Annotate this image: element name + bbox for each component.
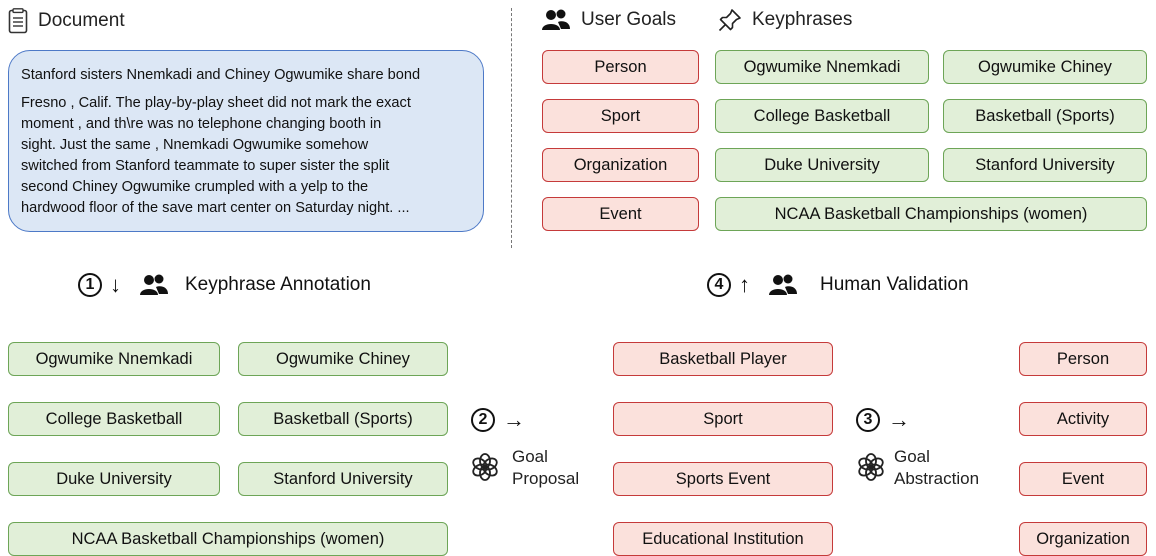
right-arrow-icon: →	[888, 407, 910, 432]
openai-icon	[858, 453, 884, 481]
user-goals-label: User Goals	[581, 9, 677, 30]
step-keyphrase-annotation: 1 ↓ Keyphrase Annotation	[78, 272, 371, 298]
document-header: Document	[8, 8, 125, 34]
keyphrase-box: Stanford University	[943, 148, 1147, 182]
pin-icon	[718, 9, 741, 32]
keyphrase-box: Ogwumike Nnemkadi	[8, 342, 220, 376]
document-line: second Chiney Ogwumike crumpled with a y…	[21, 179, 369, 195]
keyphrase-box: NCAA Basketball Championships (women)	[715, 197, 1147, 231]
user-goal-box: Sport	[542, 99, 699, 133]
document-header-label: Document	[38, 10, 125, 31]
keyphrase-box: NCAA Basketball Championships (women)	[8, 522, 448, 556]
step-label: Keyphrase Annotation	[185, 274, 371, 295]
keyphrase-box: Duke University	[715, 148, 929, 182]
right-arrow-icon: →	[503, 407, 525, 432]
document-line: Fresno , Calif. The play-by-play sheet d…	[21, 95, 411, 111]
up-arrow-icon: ↑	[739, 272, 750, 297]
document-icon	[8, 8, 28, 34]
proposed-goal-box: Sports Event	[613, 462, 833, 496]
abstracted-goal-box: Activity	[1019, 402, 1147, 436]
user-goal-box: Person	[542, 50, 699, 84]
section-divider	[511, 8, 512, 248]
document-title: Stanford sisters Nnemkadi and Chiney Ogw…	[21, 67, 421, 83]
step-human-validation: 4 ↑ Human Validation	[707, 272, 969, 298]
people-icon	[542, 9, 570, 30]
abstracted-goal-box: Organization	[1019, 522, 1147, 556]
goal-abstraction-label: Goal Abstraction	[894, 447, 980, 488]
user-goal-box: Organization	[542, 148, 699, 182]
keyphrase-box: Basketball (Sports)	[238, 402, 448, 436]
keyphrase-box: College Basketball	[8, 402, 220, 436]
keyphrase-box: Ogwumike Chiney	[943, 50, 1147, 84]
goal-proposal-label: Goal Proposal	[512, 447, 580, 488]
keyphrase-box: Ogwumike Nnemkadi	[715, 50, 929, 84]
document-line: sight. Just the same , Nnemkadi Ogwumike…	[21, 137, 369, 153]
step-number: 4	[707, 273, 731, 297]
user-goals-header: User Goals	[541, 9, 676, 31]
step-label: Human Validation	[820, 274, 969, 295]
document-box: Stanford sisters Nnemkadi and Chiney Ogw…	[8, 50, 484, 232]
document-line: hardwood floor of the save mart center o…	[21, 200, 410, 216]
keyphrase-box: Ogwumike Chiney	[238, 342, 448, 376]
keyphrases-header: Keyphrases	[718, 8, 852, 32]
abstracted-goal-box: Person	[1019, 342, 1147, 376]
keyphrase-box: Duke University	[8, 462, 220, 496]
keyphrases-label: Keyphrases	[752, 9, 853, 30]
document-line: switched from Stanford teammate to super…	[21, 158, 390, 174]
step-goal-abstraction-arrow: 3 →	[856, 407, 910, 433]
step-number: 3	[856, 408, 880, 432]
proposed-goal-box: Basketball Player	[613, 342, 833, 376]
proposed-goal-box: Educational Institution	[613, 522, 833, 556]
people-icon	[140, 274, 168, 295]
keyphrase-box: Stanford University	[238, 462, 448, 496]
step-number: 1	[78, 273, 102, 297]
people-icon	[769, 274, 797, 295]
document-line: moment , and th\re was no telephone chan…	[21, 116, 382, 132]
down-arrow-icon: ↓	[110, 272, 121, 297]
keyphrase-box: Basketball (Sports)	[943, 99, 1147, 133]
step-number: 2	[471, 408, 495, 432]
user-goal-box: Event	[542, 197, 699, 231]
proposed-goal-box: Sport	[613, 402, 833, 436]
openai-icon	[472, 453, 498, 481]
abstracted-goal-box: Event	[1019, 462, 1147, 496]
keyphrase-box: College Basketball	[715, 99, 929, 133]
step-goal-proposal-arrow: 2 →	[471, 407, 525, 433]
